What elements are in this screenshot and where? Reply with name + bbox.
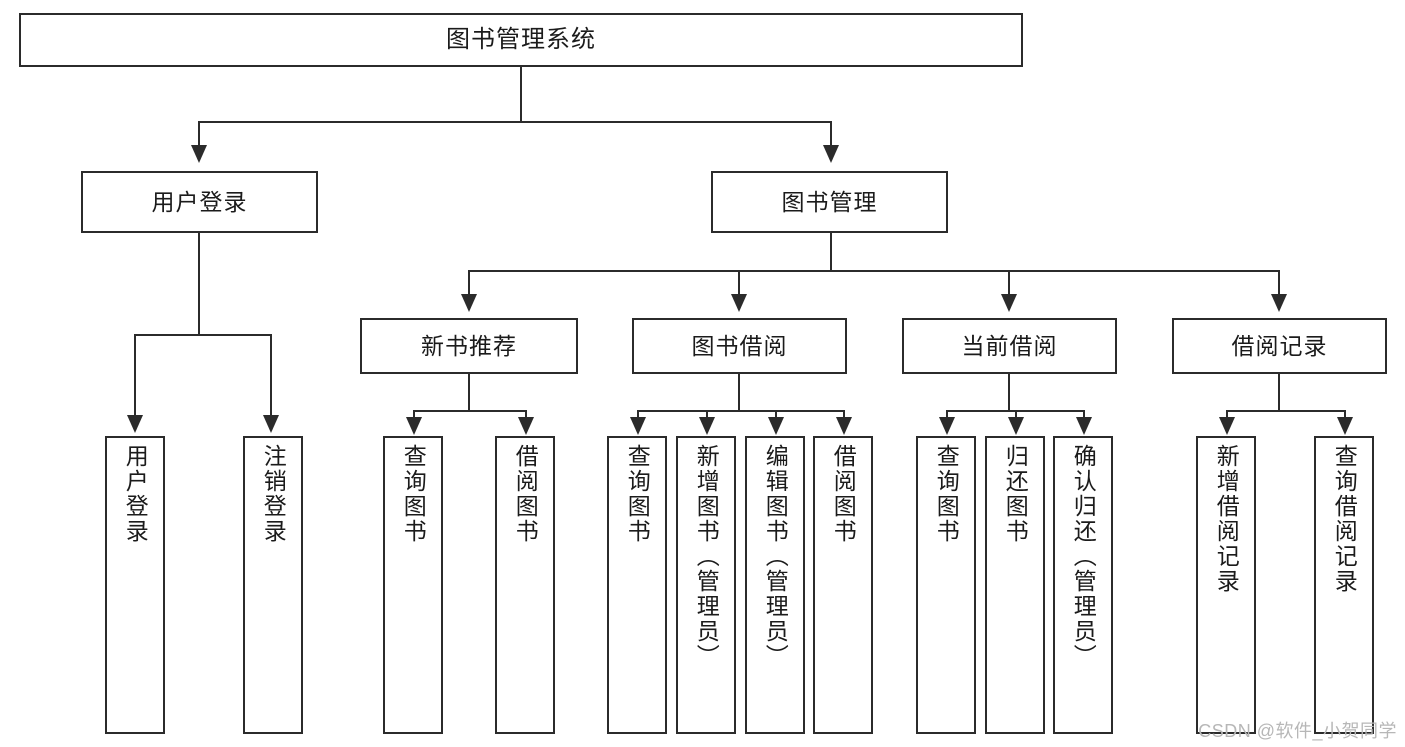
arrow-new-book-to-leaf1 bbox=[406, 417, 422, 435]
connector-new-book-to-leaf1 bbox=[413, 410, 415, 419]
connector-bm-to-new-book bbox=[468, 270, 470, 296]
arrow-root-to-user-login bbox=[191, 145, 207, 163]
arrow-br-to-leaf2 bbox=[1337, 417, 1353, 435]
node-label: 查询图书 bbox=[933, 444, 960, 544]
connector-cb-to-leaf1 bbox=[946, 410, 948, 419]
connector-current-borrow-bus bbox=[946, 410, 1083, 412]
leaf-record-query-record[interactable]: 查询借阅记录 bbox=[1314, 436, 1374, 734]
connector-bm-to-current-borrow bbox=[1008, 270, 1010, 296]
connector-bb-to-leaf3 bbox=[775, 410, 777, 419]
node-label: 查询图书 bbox=[624, 444, 651, 544]
connector-user-login-to-child2 bbox=[270, 334, 272, 417]
node-label: 查询图书 bbox=[400, 444, 427, 544]
node-label: 编辑图书（管理员） bbox=[762, 444, 789, 669]
connector-borrow-record-stem bbox=[1278, 374, 1280, 411]
node-book-manage[interactable]: 图书管理 bbox=[711, 171, 948, 233]
leaf-user-login[interactable]: 用户登录 bbox=[105, 436, 165, 734]
connector-cb-to-leaf2 bbox=[1015, 410, 1017, 419]
leaf-borrow-query-book[interactable]: 查询图书 bbox=[607, 436, 667, 734]
connector-cb-to-leaf3 bbox=[1083, 410, 1085, 419]
arrow-user-login-to-child1 bbox=[127, 415, 143, 433]
connector-bm-to-borrow-record bbox=[1278, 270, 1280, 296]
node-label: 图书管理 bbox=[781, 188, 878, 215]
node-label: 图书管理系统 bbox=[446, 26, 596, 53]
connector-bm-to-book-borrow bbox=[738, 270, 740, 296]
leaf-borrow-add-book-admin[interactable]: 新增图书（管理员） bbox=[676, 436, 736, 734]
node-label: 新增借阅记录 bbox=[1213, 444, 1240, 594]
node-user-login[interactable]: 用户登录 bbox=[81, 171, 318, 233]
arrow-new-book-to-leaf2 bbox=[518, 417, 534, 435]
arrow-bb-to-leaf3 bbox=[768, 417, 784, 435]
arrow-cb-to-leaf1 bbox=[939, 417, 955, 435]
node-book-borrow[interactable]: 图书借阅 bbox=[632, 318, 847, 374]
node-label: 借阅图书 bbox=[830, 444, 857, 544]
connector-current-borrow-stem bbox=[1008, 374, 1010, 411]
leaf-logout[interactable]: 注销登录 bbox=[243, 436, 303, 734]
leaf-newbook-borrow-book[interactable]: 借阅图书 bbox=[495, 436, 555, 734]
leaf-borrow-edit-book-admin[interactable]: 编辑图书（管理员） bbox=[745, 436, 805, 734]
node-label: 图书借阅 bbox=[691, 332, 788, 359]
node-borrow-record[interactable]: 借阅记录 bbox=[1172, 318, 1387, 374]
arrow-user-login-to-child2 bbox=[263, 415, 279, 433]
node-label: 确认归还（管理员） bbox=[1070, 444, 1097, 669]
csdn-watermark: CSDN @软件_小贺同学 bbox=[1198, 721, 1397, 741]
arrow-bm-to-book-borrow bbox=[731, 294, 747, 312]
arrow-bb-to-leaf2 bbox=[699, 417, 715, 435]
connector-book-borrow-stem bbox=[738, 374, 740, 411]
arrow-bm-to-new-book bbox=[461, 294, 477, 312]
connector-bb-to-leaf2 bbox=[706, 410, 708, 419]
connector-book-manage-bus bbox=[468, 270, 1278, 272]
connector-root-to-user-login bbox=[198, 121, 200, 147]
connector-new-book-bus bbox=[413, 410, 525, 412]
leaf-borrow-borrow-book[interactable]: 借阅图书 bbox=[813, 436, 873, 734]
node-current-borrow[interactable]: 当前借阅 bbox=[902, 318, 1117, 374]
leaf-current-query-book[interactable]: 查询图书 bbox=[916, 436, 976, 734]
leaf-newbook-query-book[interactable]: 查询图书 bbox=[383, 436, 443, 734]
connector-new-book-stem bbox=[468, 374, 470, 411]
node-label: 查询借阅记录 bbox=[1331, 444, 1358, 594]
arrow-bm-to-borrow-record bbox=[1271, 294, 1287, 312]
node-label: 借阅图书 bbox=[512, 444, 539, 544]
connector-bb-to-leaf4 bbox=[843, 410, 845, 419]
connector-br-to-leaf2 bbox=[1344, 410, 1346, 419]
arrow-bb-to-leaf1 bbox=[630, 417, 646, 435]
node-label: 注销登录 bbox=[260, 444, 287, 544]
leaf-record-add-record[interactable]: 新增借阅记录 bbox=[1196, 436, 1256, 734]
connector-root-stem bbox=[520, 67, 522, 122]
arrow-bb-to-leaf4 bbox=[836, 417, 852, 435]
leaf-current-return-book[interactable]: 归还图书 bbox=[985, 436, 1045, 734]
connector-user-login-stem bbox=[198, 233, 200, 335]
arrow-cb-to-leaf2 bbox=[1008, 417, 1024, 435]
node-system-root[interactable]: 图书管理系统 bbox=[19, 13, 1023, 67]
arrow-cb-to-leaf3 bbox=[1076, 417, 1092, 435]
node-label: 新增图书（管理员） bbox=[693, 444, 720, 669]
node-label: 新书推荐 bbox=[421, 332, 517, 359]
node-label: 用户登录 bbox=[122, 444, 149, 544]
leaf-current-confirm-return-admin[interactable]: 确认归还（管理员） bbox=[1053, 436, 1113, 734]
connector-user-login-bus bbox=[134, 334, 270, 336]
connector-book-manage-stem bbox=[830, 233, 832, 271]
node-label: 归还图书 bbox=[1002, 444, 1029, 544]
connector-book-borrow-bus bbox=[637, 410, 843, 412]
connector-borrow-record-bus bbox=[1226, 410, 1344, 412]
arrow-root-to-book-manage bbox=[823, 145, 839, 163]
node-label: 当前借阅 bbox=[961, 332, 1058, 359]
connector-br-to-leaf1 bbox=[1226, 410, 1228, 419]
connector-root-to-book-manage bbox=[830, 121, 832, 147]
connector-root-bus bbox=[198, 121, 832, 123]
node-label: 用户登录 bbox=[151, 188, 248, 215]
arrow-bm-to-current-borrow bbox=[1001, 294, 1017, 312]
node-new-book-recommend[interactable]: 新书推荐 bbox=[360, 318, 578, 374]
arrow-br-to-leaf1 bbox=[1219, 417, 1235, 435]
node-label: 借阅记录 bbox=[1231, 332, 1328, 359]
connector-new-book-to-leaf2 bbox=[525, 410, 527, 419]
connector-user-login-to-child1 bbox=[134, 334, 136, 417]
connector-bb-to-leaf1 bbox=[637, 410, 639, 419]
